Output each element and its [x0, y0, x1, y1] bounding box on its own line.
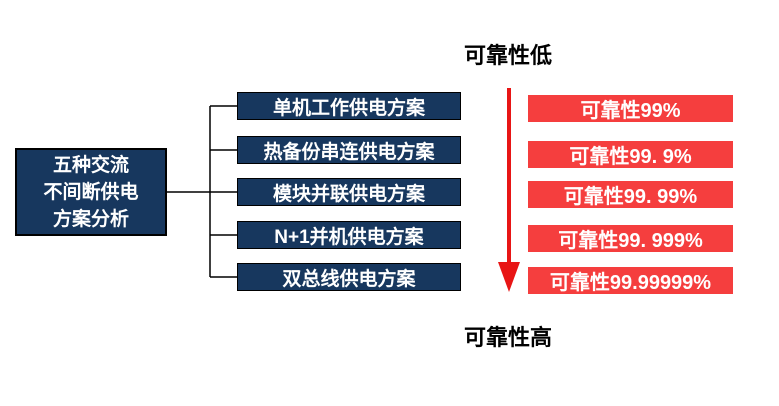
- scheme-box-n-plus-1: N+1并机供电方案: [237, 221, 461, 249]
- scheme-box-dual-bus: 双总线供电方案: [237, 263, 461, 291]
- root-topic-line: 五种交流: [52, 154, 129, 176]
- scheme-box-module-parallel: 模块并联供电方案: [237, 178, 461, 206]
- scheme-box-hot-standby: 热备份串连供电方案: [237, 136, 461, 164]
- root-topic-line: 方案分析: [52, 208, 129, 230]
- reliability-badge: 可靠性99. 99%: [528, 181, 733, 208]
- scheme-box-single-unit: 单机工作供电方案: [237, 92, 461, 120]
- reliability-badge: 可靠性99. 999%: [528, 225, 733, 252]
- root-topic-line: 不间断供电: [43, 181, 139, 203]
- reliability-arrow-icon: [498, 88, 520, 292]
- reliability-badge: 可靠性99%: [528, 95, 733, 122]
- reliability-badge: 可靠性99. 9%: [528, 141, 733, 168]
- reliability-badge: 可靠性99.99999%: [528, 267, 733, 294]
- root-topic-box: 五种交流 不间断供电 方案分析: [15, 148, 167, 236]
- reliability-high-label: 可靠性高: [464, 325, 553, 350]
- reliability-low-label: 可靠性低: [464, 43, 553, 68]
